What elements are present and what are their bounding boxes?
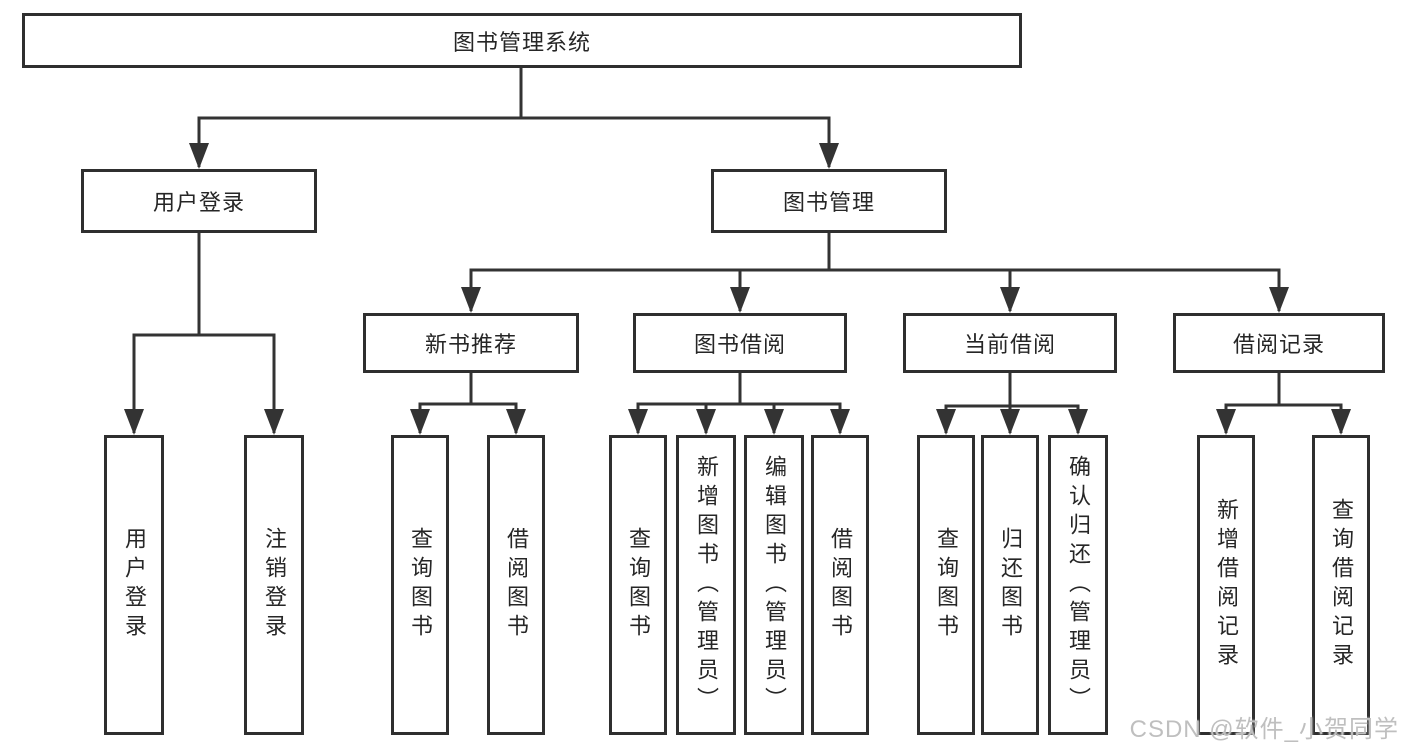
node-current-borrowing: 当前借阅 — [903, 313, 1117, 373]
leaf-query-borrow-record: 查询借阅记录 — [1312, 435, 1370, 735]
leaf-query-books-3-label: 查询图书 — [934, 527, 959, 643]
leaf-edit-books-admin-label: 编辑图书（管理员） — [762, 454, 787, 716]
leaf-query-books-1: 查询图书 — [391, 435, 449, 735]
node-borrowing-records: 借阅记录 — [1173, 313, 1385, 373]
leaf-query-borrow-record-label: 查询借阅记录 — [1329, 498, 1354, 672]
leaf-user-login: 用户登录 — [104, 435, 164, 735]
leaf-add-borrow-record-label: 新增借阅记录 — [1214, 498, 1239, 672]
leaf-borrow-books-1: 借阅图书 — [487, 435, 545, 735]
node-new-book-recommend-label: 新书推荐 — [424, 332, 517, 357]
leaf-edit-books-admin: 编辑图书（管理员） — [744, 435, 804, 735]
node-new-book-recommend: 新书推荐 — [363, 313, 579, 373]
leaf-borrow-books-1-label: 借阅图书 — [504, 527, 529, 643]
node-book-borrowing: 图书借阅 — [633, 313, 847, 373]
leaf-confirm-return-admin: 确认归还（管理员） — [1048, 435, 1108, 735]
leaf-add-books-admin-label: 新增图书（管理员） — [694, 454, 719, 716]
leaf-logout-label: 注销登录 — [262, 527, 287, 643]
leaf-logout: 注销登录 — [244, 435, 304, 735]
node-book-borrowing-label: 图书借阅 — [693, 332, 786, 357]
leaf-borrow-books-2: 借阅图书 — [811, 435, 869, 735]
leaf-add-borrow-record: 新增借阅记录 — [1197, 435, 1255, 735]
node-book-management: 图书管理 — [711, 169, 947, 233]
leaf-add-books-admin: 新增图书（管理员） — [676, 435, 736, 735]
leaf-confirm-return-admin-label: 确认归还（管理员） — [1066, 454, 1091, 716]
node-current-borrowing-label: 当前借阅 — [963, 332, 1056, 357]
watermark: CSDN @软件_小贺同学 — [1129, 716, 1399, 743]
leaf-borrow-books-2-label: 借阅图书 — [828, 527, 853, 643]
node-borrowing-records-label: 借阅记录 — [1232, 332, 1325, 357]
leaf-return-books: 归还图书 — [981, 435, 1039, 735]
node-root: 图书管理系统 — [22, 13, 1022, 68]
leaf-query-books-1-label: 查询图书 — [408, 527, 433, 643]
leaf-query-books-3: 查询图书 — [917, 435, 975, 735]
node-root-label: 图书管理系统 — [452, 29, 591, 55]
leaf-user-login-label: 用户登录 — [122, 527, 147, 643]
node-book-management-label: 图书管理 — [782, 190, 875, 215]
leaf-return-books-label: 归还图书 — [998, 527, 1023, 643]
node-user-login: 用户登录 — [81, 169, 317, 233]
node-user-login-label: 用户登录 — [152, 190, 245, 215]
leaf-query-books-2: 查询图书 — [609, 435, 667, 735]
leaf-query-books-2-label: 查询图书 — [626, 527, 651, 643]
